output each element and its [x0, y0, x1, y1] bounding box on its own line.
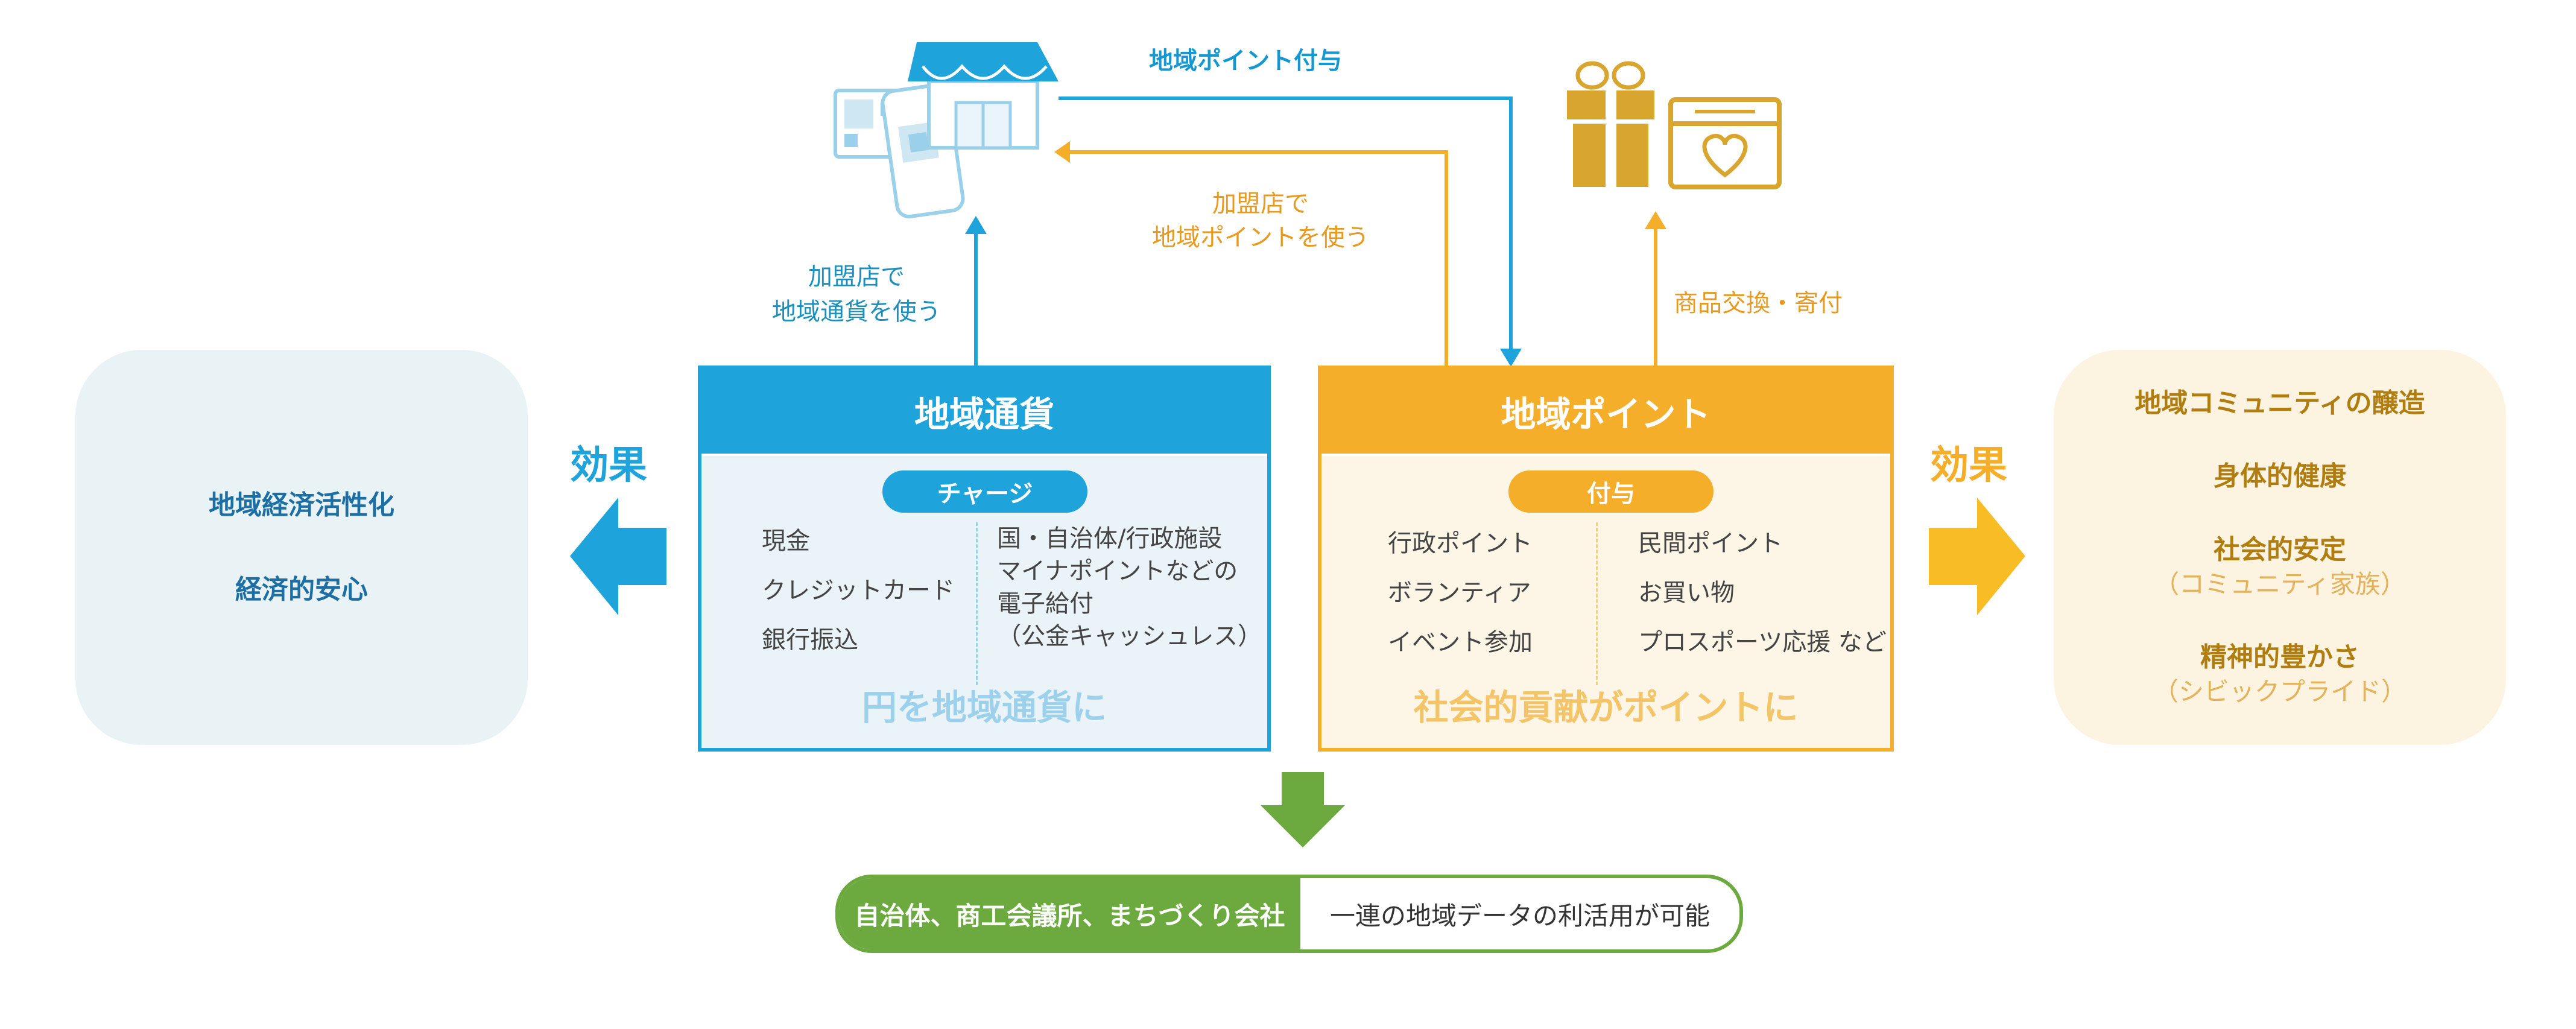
use-currency-line2: 地域通貨を使う: [772, 298, 941, 326]
right-effect-box: 地域コミュニティの醸造 身体的健康 社会的安定 （コミュニティ家族） 精神的豊か…: [2054, 350, 2506, 745]
list-item: 現金: [762, 527, 810, 555]
charge-left-list: 現金 クレジットカード 銀行振込: [762, 516, 955, 665]
currency-title: 地域通貨: [701, 369, 1267, 454]
list-item: 銀行振込: [762, 626, 858, 654]
data-utilization-bar: 自治体、商工会議所、まちづくり会社 一連の地域データの利活用が可能: [835, 875, 1743, 953]
exchange-arrow: [1645, 211, 1666, 366]
use-points-line1: 加盟店で: [1212, 190, 1309, 218]
data-utilization-label: 一連の地域データの利活用が可能: [1329, 901, 1710, 931]
list-item: プロスポーツ応援 など: [1638, 628, 1887, 656]
exchange-label: 商品交換・寄付: [1674, 290, 1843, 317]
point-slogan: 社会的貢献がポイントに: [1413, 687, 1799, 728]
store-qr-icon: [834, 42, 1059, 219]
list-item: マイナポイントなどの: [997, 557, 1238, 585]
point-divider: [1596, 522, 1598, 685]
effect-stability: 社会的安定: [2214, 534, 2346, 565]
point-box: 地域ポイント 付与 行政ポイント ボランティア イベント参加 民間ポイント お買…: [1318, 366, 1894, 752]
right-effect-label: 効果: [1930, 443, 2007, 488]
right-effect-arrow: [1929, 498, 2025, 615]
left-effect-arrow: [570, 498, 666, 615]
list-item: （公金キャッシュレス）: [997, 622, 1262, 650]
left-effect-box: 地域経済活性化 経済的安心: [75, 350, 528, 745]
list-item: イベント参加: [1388, 628, 1533, 656]
effect-economy: 地域経済活性化: [209, 490, 394, 521]
effect-community: 地域コミュニティの醸造: [2135, 388, 2425, 419]
donation-box-icon: [1668, 97, 1782, 189]
list-item: 電子給付: [997, 590, 1093, 618]
list-item: 民間ポイント: [1638, 530, 1783, 557]
effect-stability-sub: （コミュニティ家族）: [2154, 569, 2406, 600]
point-title: 地域ポイント: [1321, 369, 1890, 454]
list-item: ボランティア: [1388, 579, 1531, 607]
use-currency-line1: 加盟店で: [808, 263, 905, 291]
effect-spirit-sub: （シビックプライド）: [2153, 677, 2407, 707]
currency-slogan: 円を地域通貨に: [861, 687, 1107, 728]
down-arrow: [1261, 772, 1345, 847]
effect-spirit: 精神的豊かさ: [2200, 641, 2359, 673]
list-item: 行政ポイント: [1388, 530, 1533, 557]
currency-box: 地域通貨 チャージ 現金 クレジットカード 銀行振込 国・自治体/行政施設 マイ…: [698, 366, 1271, 752]
point-grant-label: 地域ポイント付与: [1149, 47, 1342, 75]
list-item: 国・自治体/行政施設: [997, 525, 1223, 552]
use-points-label: 加盟店で 地域ポイントを使う: [1134, 187, 1387, 255]
point-left-list: 行政ポイント ボランティア イベント参加: [1388, 519, 1533, 667]
use-currency-label: 加盟店で 地域通貨を使う: [748, 259, 965, 329]
use-currency-arrow: [965, 216, 987, 366]
point-grant-arrow: [1059, 97, 1522, 367]
currency-divider: [976, 522, 978, 685]
point-right-list: 民間ポイント お買い物 プロスポーツ応援 など: [1638, 519, 1887, 667]
grant-pill: 付与: [1508, 470, 1714, 513]
left-effect-label: 効果: [570, 443, 647, 488]
charge-pill: チャージ: [882, 470, 1087, 513]
list-item: お買い物: [1638, 579, 1735, 607]
organizations-label: 自治体、商工会議所、まちづくり会社: [839, 878, 1300, 949]
use-points-line2: 地域ポイントを使う: [1152, 224, 1369, 252]
gift-icon: [1567, 61, 1654, 187]
use-points-arrow: [1054, 141, 1448, 366]
list-item: クレジットカード: [762, 577, 955, 604]
effect-security: 経済的安心: [235, 574, 368, 605]
charge-right-list: 国・自治体/行政施設 マイナポイントなどの 電子給付 （公金キャッシュレス）: [997, 522, 1262, 653]
effect-health: 身体的健康: [2214, 461, 2346, 492]
